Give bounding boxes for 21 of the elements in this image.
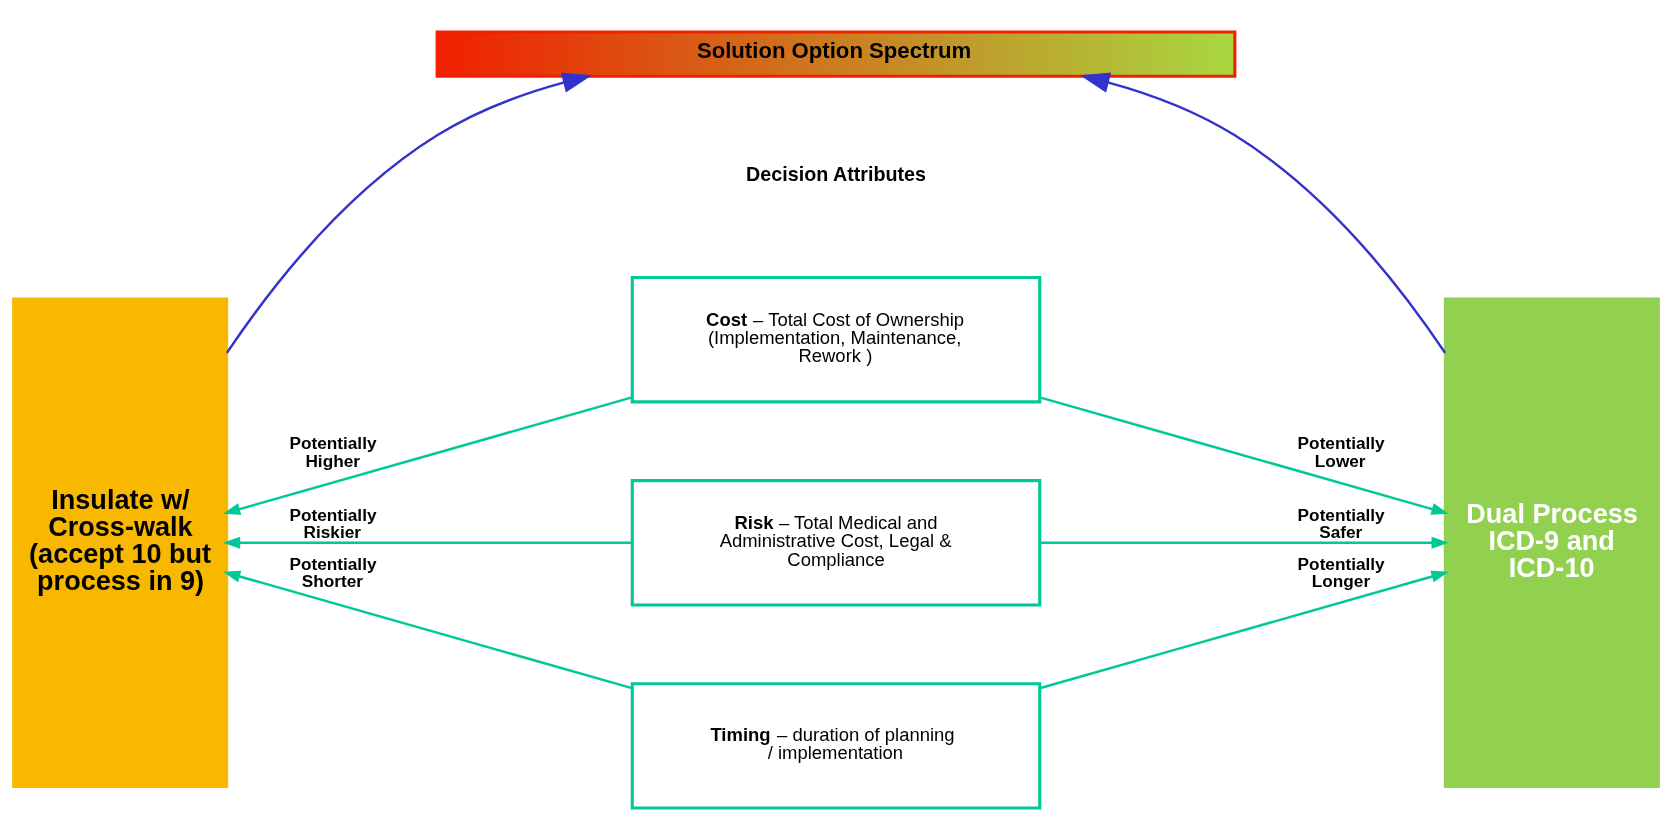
edge-label: Potentially Higher: [289, 433, 377, 471]
node-box: Risk – Total Medical and Administrative Cost, Legal & Compliance: [630, 479, 1042, 607]
arrow: [223, 570, 633, 690]
node-box: Solution Option Spectrum: [435, 30, 1237, 78]
label: Decision Attributes: [746, 162, 926, 185]
arrow: [1039, 536, 1449, 549]
arrow: [1039, 570, 1449, 690]
node-box: Dual Process ICD-9 and ICD-10: [1443, 297, 1660, 789]
edge-label: Potentially Riskier: [289, 504, 377, 543]
node-box: Timing – duration of planning / implementation: [630, 682, 1042, 810]
edge-label: Potentially Lower: [1297, 433, 1385, 471]
node-box: Cost – Total Cost of Ownership (Implementation, Maintenance, Rework ): [630, 275, 1042, 404]
node-box: Insulate w/ Cross-walk (accept 10 but process in 9): [12, 297, 229, 789]
arrow: [222, 536, 632, 549]
edge-label: Potentially Safer: [1297, 504, 1385, 543]
edge-label: Potentially Longer: [1297, 554, 1385, 592]
arrow: [223, 396, 633, 515]
arrow: [1080, 72, 1447, 354]
arrow: [225, 72, 592, 354]
edge-label: Potentially Shorter: [289, 554, 377, 592]
arrow: [1039, 396, 1449, 515]
